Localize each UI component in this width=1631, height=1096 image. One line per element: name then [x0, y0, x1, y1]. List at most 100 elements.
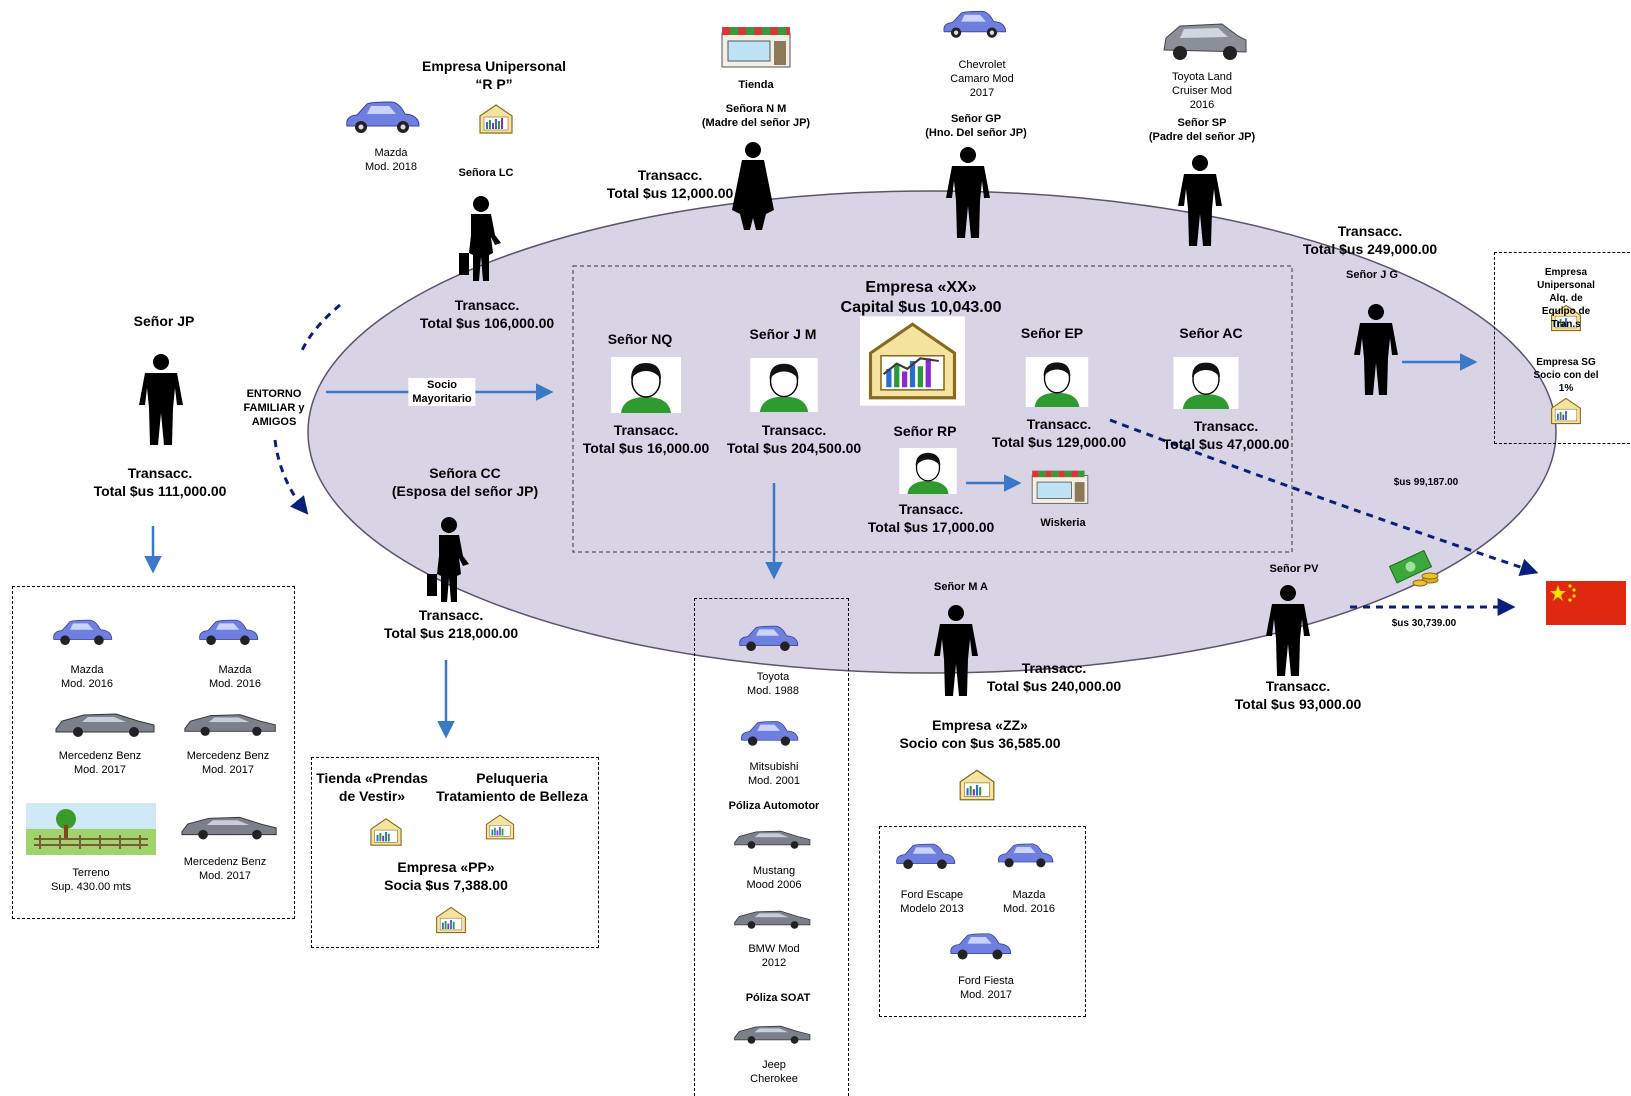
company-tienda-prendas-icon [370, 818, 402, 846]
socio-mayoritario-label: Socio Mayoritario [408, 378, 476, 406]
nq-transactions: Transacc. Total $us 16,000.00 [582, 422, 710, 456]
car-blue-icon [741, 721, 799, 746]
avatar-jm-icon [750, 358, 818, 412]
ep-transactions: Transacc. Total $us 129,000.00 [991, 416, 1127, 450]
jp-asset-1: Mazda Mod. 2016 [209, 664, 261, 690]
jp-asset-3: Mercedenz Benz Mod. 2017 [186, 750, 270, 776]
entorno-label: ENTORNO FAMILIAR y AMIGOS [243, 388, 305, 428]
wiskeria-label: Wiskeria [1040, 517, 1086, 529]
avatar-nq-icon [611, 357, 681, 413]
person-jp-icon [139, 354, 183, 445]
car-blue-icon [997, 843, 1054, 868]
ma-transactions: Transacc. Total $us 240,000.00 [986, 660, 1122, 694]
company-peluqueria-icon [485, 814, 515, 840]
jm-asset-toyota: Toyota Mod. 1988 [747, 671, 799, 697]
jp-transactions: Transacc. Total $us 111,000.00 [93, 465, 227, 499]
person-lc-icon [459, 196, 501, 281]
sp-car-label: Toyota Land Cruiser Mod 2016 [1172, 71, 1232, 111]
money-icon [1388, 550, 1439, 587]
jp-asset-5: Mercedenz Benz Mod. 2017 [183, 856, 267, 882]
jg-company-1: Empresa Unipersonal Alq. de Equipo de Tr… [1537, 267, 1595, 330]
gp-name: Señor GP (Hno. Del señor JP) [925, 113, 1027, 139]
car-silver-icon [734, 830, 811, 849]
car-blue-icon [950, 933, 1012, 960]
pp-peluqueria-label: Peluqueria Tratamiento de Belleza [436, 770, 588, 804]
pv-name: Señor PV [1269, 563, 1319, 575]
jp-asset-4: Terreno Sup. 430.00 mts [50, 867, 132, 893]
ac-name: Señor AC [1179, 325, 1243, 341]
nm-name: Señora N M (Madre del señor JP) [701, 103, 811, 129]
land-icon [26, 803, 156, 855]
jg-transactions: Transacc. Total $us 249,000.00 [1302, 223, 1438, 257]
zz-assets-box [879, 826, 1086, 1017]
person-gp-icon [946, 147, 990, 238]
lc-transactions: Transacc. Total $us 106,000.00 [419, 297, 555, 331]
xx-title: Empresa «XX» Capital $us 10,043.00 [840, 279, 1002, 316]
china-flag-icon [1546, 581, 1626, 625]
ac-transactions: Transacc. Total $us 47,000.00 [1162, 418, 1290, 452]
car-blue-icon [53, 619, 113, 646]
car-silver-icon [1163, 23, 1247, 60]
company-xx-icon [860, 316, 965, 406]
nq-name: Señor NQ [607, 331, 673, 347]
flow-amount-2: $us 30,739.00 [1391, 618, 1457, 629]
jg-name: Señor J G [1346, 269, 1398, 281]
jm-asset-jeep: Jeep Cherokee [750, 1059, 798, 1085]
jp-name: Señor JP [133, 313, 195, 329]
lc-name: Señora LC [458, 167, 514, 179]
jp-asset-0: Mazda Mod. 2016 [61, 664, 113, 690]
car-silver-icon [181, 816, 277, 840]
rp-title: Empresa Unipersonal “R P” [422, 58, 566, 92]
company-sg-icon [1551, 397, 1581, 425]
store-tienda-icon [721, 27, 791, 68]
jm-transactions: Transacc. Total $us 204,500.00 [726, 422, 862, 456]
cc-transactions: Transacc. Total $us 218,000.00 [383, 607, 519, 641]
rp-name: Señor RP [893, 423, 957, 439]
nm-store-label: Tienda [738, 79, 774, 91]
jg-box [1494, 252, 1631, 444]
avatar-ac-icon [1173, 357, 1239, 409]
flow-ep-china [1109, 418, 1539, 576]
entorno-arc-bottom [273, 439, 309, 515]
car-silver-icon [734, 910, 811, 929]
person-ma-icon [934, 605, 978, 696]
car-silver-icon [734, 1025, 811, 1044]
pp-tienda-label: Tienda «Prendas de Vestir» [316, 770, 428, 804]
nm-transactions: Transacc. Total $us 12,000.00 [606, 167, 734, 201]
zz-asset-ford-fiesta: Ford Fiesta Mod. 2017 [958, 975, 1014, 1001]
person-nm-icon [732, 142, 774, 230]
jm-poliza-automotor: Póliza Automotor [728, 800, 820, 812]
jm-poliza-soat: Póliza SOAT [745, 992, 811, 1004]
jg-company-2: Empresa SG Socio con del 1% [1533, 357, 1599, 394]
jm-asset-bmw: BMW Mod 2012 [748, 943, 800, 969]
jm-asset-mitsubishi: Mitsubishi Mod. 2001 [748, 761, 800, 787]
jm-name: Señor J M [749, 326, 817, 342]
sp-name: Señor SP (Padre del señor JP) [1148, 117, 1256, 143]
car-blue-icon [896, 843, 956, 870]
car-blue-icon [346, 101, 420, 133]
person-sp-icon [1178, 155, 1222, 246]
jp-assets-box [12, 586, 295, 919]
car-silver-icon [184, 714, 276, 736]
car-blue-icon [739, 625, 799, 652]
zz-asset-ford-escape: Ford Escape Modelo 2013 [900, 889, 964, 915]
jp-asset-2: Mercedenz Benz Mod. 2017 [58, 750, 142, 776]
company-pp-icon [436, 906, 466, 934]
jm-asset-mustang: Mustang Mood 2006 [746, 865, 802, 891]
flow-amount-1: $us 99,187.00 [1393, 477, 1459, 488]
ep-name: Señor EP [1020, 325, 1084, 341]
zz-asset-mazda: Mazda Mod. 2016 [1003, 889, 1055, 915]
ma-name: Señor M A [934, 581, 988, 593]
jm-assets-box [694, 598, 849, 1096]
lc-car-label: Mazda Mod. 2018 [365, 147, 417, 173]
pp-box [311, 757, 599, 948]
gp-car-label: Chevrolet Camaro Mod 2017 [950, 59, 1014, 99]
pv-transactions: Transacc. Total $us 93,000.00 [1234, 678, 1362, 712]
empresa-xx-box [572, 265, 1293, 553]
car-silver-icon [55, 713, 155, 737]
entorno-arc-top [298, 303, 341, 356]
person-cc-icon [427, 517, 469, 602]
pp-title: Empresa «PP» Socia $us 7,388.00 [384, 859, 508, 893]
company-alq-icon [1551, 304, 1581, 332]
company-zz-icon [959, 769, 995, 801]
